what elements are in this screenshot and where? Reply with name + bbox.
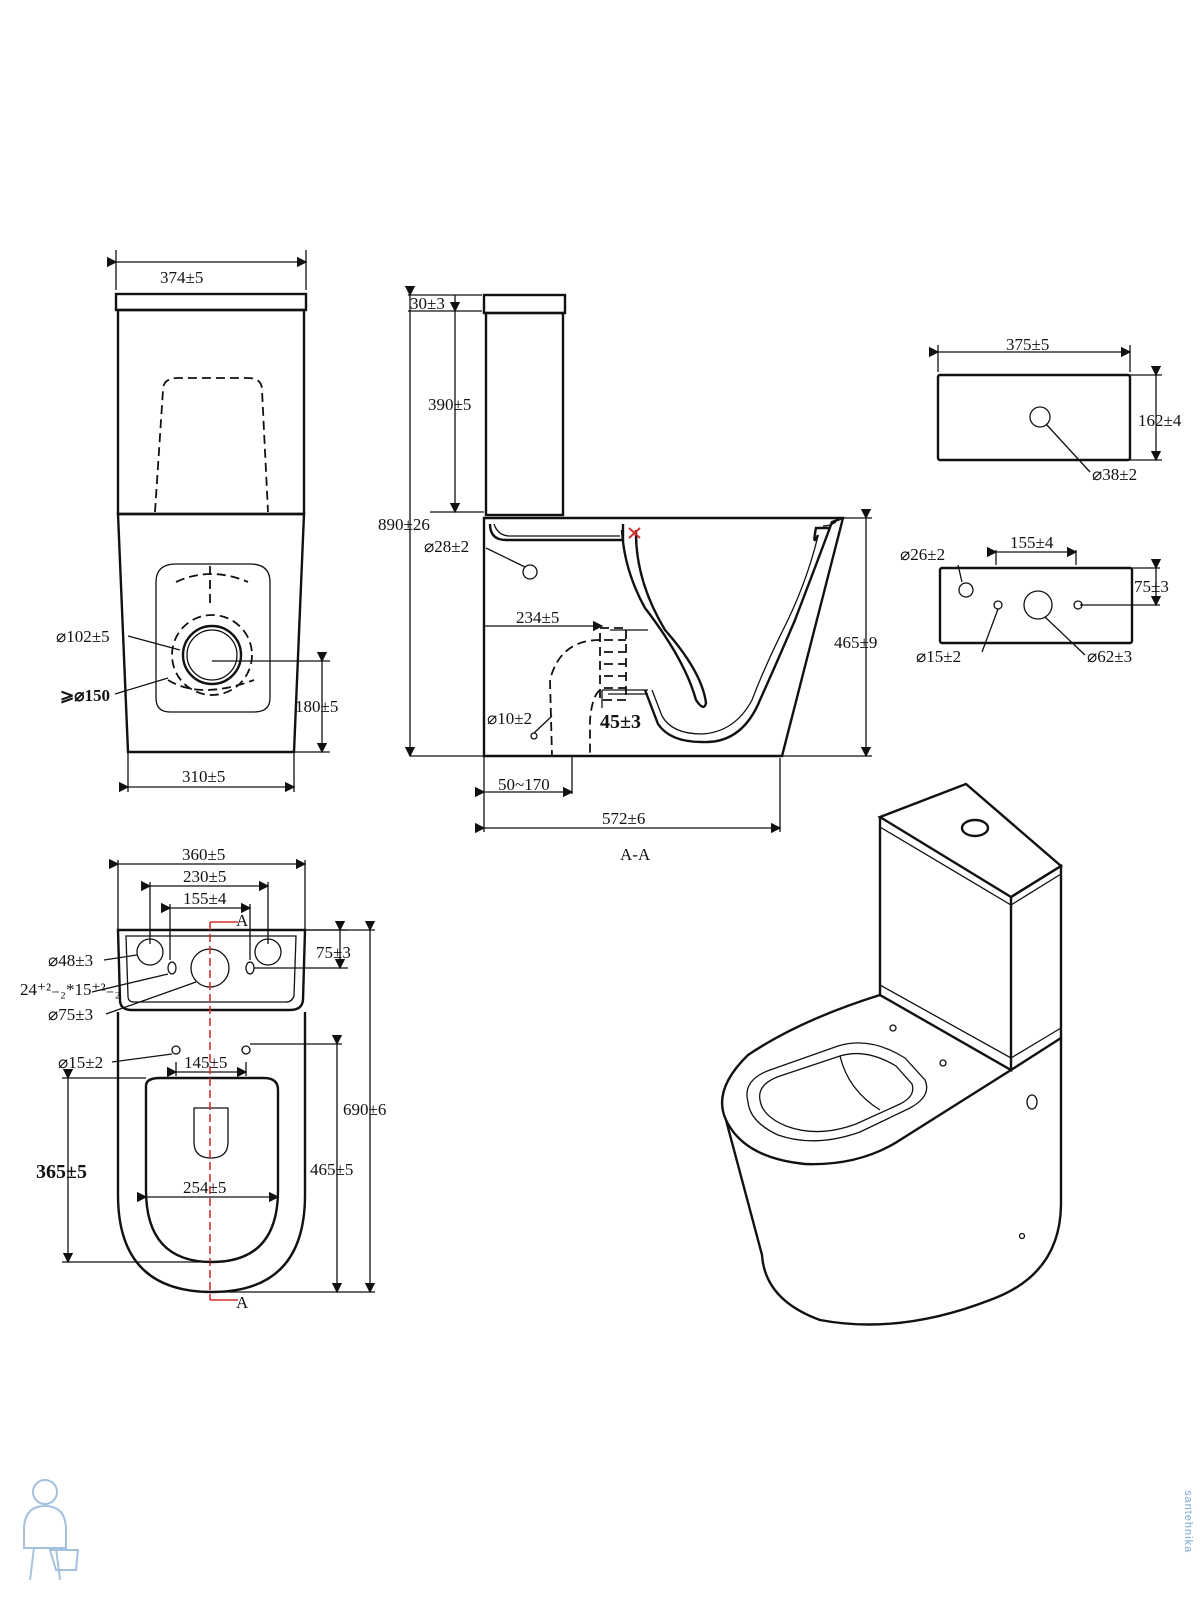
- section-label: A-A: [620, 845, 651, 864]
- section-view: 30±3 390±5 890±26: [378, 285, 877, 864]
- section-total-height: 890±26: [378, 515, 430, 534]
- front-dia-outlet: ⌀102±5: [56, 627, 110, 646]
- tank-bottom-spacing: 155±4: [1010, 533, 1054, 552]
- tank-bottom-dia-small: ⌀15±2: [916, 647, 961, 666]
- section-wall-distance: 50~170: [498, 775, 550, 794]
- tank-bottom-view: 155±4 ⌀26±2 ⌀15±2 ⌀62±3 75±3: [900, 533, 1169, 666]
- plan-tank-offset: 75±3: [316, 943, 351, 962]
- tank-top-dia-button: ⌀38±2: [1092, 465, 1137, 484]
- section-lid: 30±3: [410, 294, 445, 313]
- front-view: 374±5 ⌀102±5 ⩾⌀150 180±5 310±5: [56, 250, 338, 793]
- plan-bowl-length: 465±5: [310, 1160, 353, 1179]
- front-dia-min: ⩾⌀150: [60, 686, 110, 705]
- plan-section-mark-bottom: A: [236, 1293, 249, 1312]
- front-width-bottom: 310±5: [182, 767, 225, 786]
- tank-top-width: 375±5: [1006, 335, 1049, 354]
- plan-section-mark-top: A: [236, 911, 249, 930]
- section-angle: 45±3: [600, 711, 641, 733]
- plan-total-length: 690±6: [343, 1100, 386, 1119]
- plan-width: 360±5: [182, 845, 225, 864]
- section-seat-height: 465±9: [834, 633, 877, 652]
- watermark-text: santehnika: [1182, 1490, 1194, 1554]
- plan-seat-holes-spacing: 145±5: [184, 1053, 227, 1072]
- section-total-depth: 572±6: [602, 809, 645, 828]
- plan-holes-spacing: 230±5: [183, 867, 226, 886]
- front-outlet-height: 180±5: [295, 697, 338, 716]
- plan-bowl-width: 254±5: [183, 1178, 226, 1197]
- toilet-3d-view: [721, 782, 1064, 1326]
- plan-seat-length: 365±5: [36, 1161, 87, 1183]
- front-width-top: 374±5: [160, 268, 203, 287]
- section-dia-small: ⌀10±2: [487, 709, 532, 728]
- plan-dia-seat-holes: ⌀15±2: [58, 1053, 103, 1072]
- section-tank-height: 390±5: [428, 395, 471, 414]
- plan-slot-size: 24⁺²₋₂*15⁺²₋₂: [20, 980, 120, 999]
- plumber-mascot-icon: [23, 1479, 80, 1581]
- tank-top-view: 375±5 162±4 ⌀38±2: [928, 335, 1182, 484]
- tank-bottom-dia-center: ⌀62±3: [1087, 647, 1132, 666]
- tank-bottom-dia-side: ⌀26±2: [900, 545, 945, 564]
- plan-inner-spacing: 155±4: [183, 889, 227, 908]
- section-dia-inlet: ⌀28±2: [424, 537, 469, 556]
- plan-dia-large: ⌀48±3: [48, 951, 93, 970]
- plan-view: 360±5 230±5 155±4 ⌀48±3 24⁺²₋₂*15⁺²₋₂ ⌀7…: [20, 845, 386, 1312]
- tank-top-depth: 162±4: [1138, 411, 1182, 430]
- section-outlet-distance: 234±5: [516, 608, 559, 627]
- plan-dia-center: ⌀75±3: [48, 1005, 93, 1024]
- tank-bottom-offset: 75±3: [1134, 577, 1169, 596]
